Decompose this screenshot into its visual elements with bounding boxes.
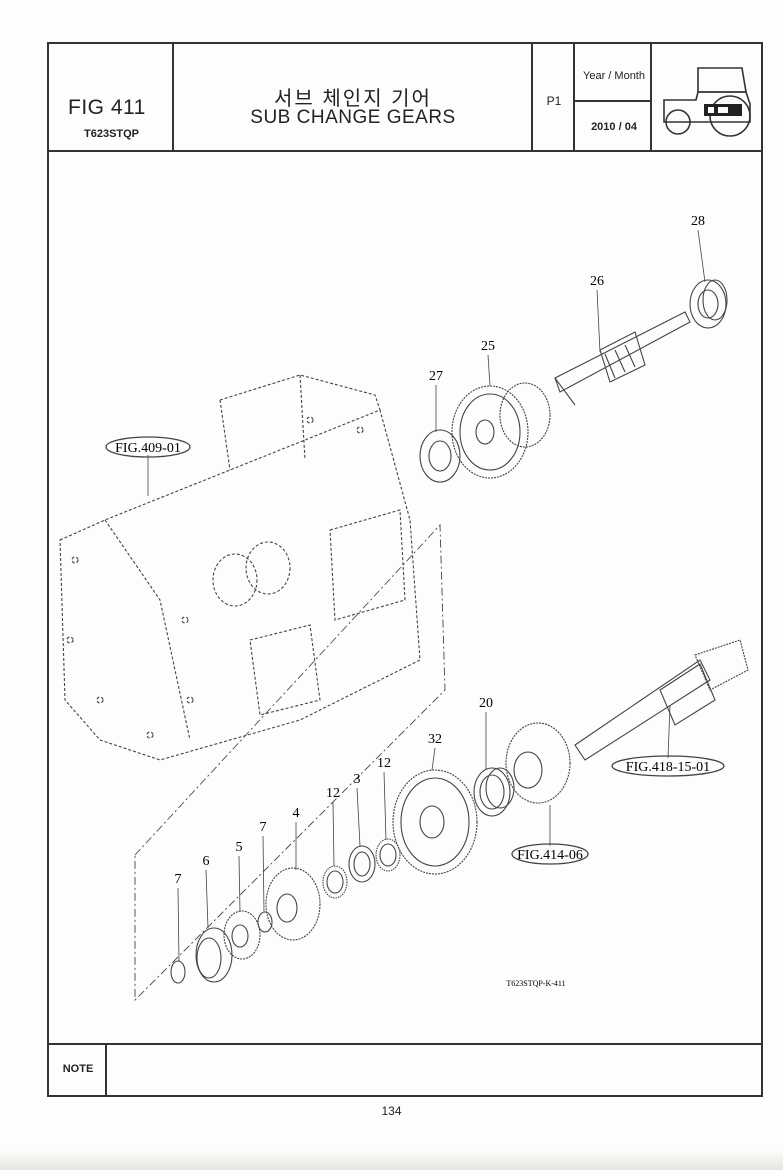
part-5-hub bbox=[223, 910, 261, 960]
leader-lines bbox=[147, 229, 706, 963]
part-4-gear bbox=[265, 867, 321, 941]
part-label: 28 bbox=[691, 214, 705, 229]
part-20-collar bbox=[473, 767, 515, 817]
part-6-sleeve bbox=[195, 927, 233, 983]
ref-oval bbox=[511, 843, 589, 865]
part-label: 12 bbox=[377, 756, 391, 771]
ref-gear: FIG.414-06 bbox=[517, 848, 583, 863]
part-32-gear bbox=[392, 769, 478, 875]
header-divider bbox=[47, 150, 763, 152]
exploded-parts-diagram: FIG.409-01 FIG.418-15-01 FIG.414-06 28 2… bbox=[59, 214, 749, 1002]
fig-414-06-gear bbox=[505, 722, 571, 804]
model-code: T623STQP bbox=[84, 128, 140, 140]
part-label: 26 bbox=[590, 274, 604, 289]
part-label: 3 bbox=[354, 772, 361, 787]
part-26-shaft bbox=[554, 311, 691, 406]
part-28-bearing bbox=[689, 279, 728, 329]
part-7-snap-ring bbox=[170, 960, 186, 984]
header-divider bbox=[573, 100, 652, 102]
year-month-value: 2010 / 04 bbox=[591, 121, 637, 133]
part-12-needle-bearing bbox=[375, 838, 401, 872]
part-12-needle-bearing bbox=[322, 865, 348, 899]
part-label: 27 bbox=[429, 369, 443, 384]
header-divider bbox=[172, 42, 174, 152]
scan-edge bbox=[0, 1150, 783, 1170]
part-label: 12 bbox=[326, 786, 340, 801]
part-label: 6 bbox=[203, 854, 210, 869]
tractor-logo bbox=[663, 67, 751, 137]
page-indicator: P1 bbox=[546, 94, 562, 108]
year-month-label: Year / Month bbox=[583, 70, 645, 82]
transmission-housing bbox=[59, 374, 421, 761]
part-label: 25 bbox=[481, 339, 495, 354]
part-label: 7 bbox=[175, 872, 182, 887]
part-25-gear bbox=[451, 382, 551, 479]
header-divider bbox=[531, 42, 533, 152]
note-divider bbox=[105, 1043, 107, 1097]
ref-oval bbox=[105, 436, 191, 458]
part-7-snap-ring bbox=[257, 911, 273, 933]
pinion-shaft bbox=[574, 639, 749, 761]
page-number: 134 bbox=[381, 1104, 402, 1118]
ref-housing: FIG.409-01 bbox=[115, 441, 181, 456]
header-divider bbox=[573, 42, 575, 152]
note-divider bbox=[47, 1043, 763, 1045]
part-label: 7 bbox=[260, 820, 267, 835]
ref-oval bbox=[611, 755, 725, 777]
note-label: NOTE bbox=[62, 1063, 94, 1075]
drawing-code: T623STQP-K-411 bbox=[506, 979, 565, 988]
ref-pinion-shaft: FIG.418-15-01 bbox=[626, 760, 710, 775]
header-divider bbox=[650, 42, 652, 152]
part-label: 32 bbox=[428, 732, 442, 747]
part-3-washer bbox=[348, 845, 376, 883]
part-label: 20 bbox=[479, 696, 493, 711]
title-english: SUB CHANGE GEARS bbox=[250, 107, 456, 128]
part-label: 4 bbox=[293, 806, 300, 821]
part-27-bearing bbox=[419, 429, 461, 483]
title-korean: 서브 체인지 기어 bbox=[274, 88, 432, 110]
part-label: 5 bbox=[236, 840, 243, 855]
fig-number: FIG 411 bbox=[68, 96, 146, 119]
page-frame bbox=[47, 42, 763, 1097]
